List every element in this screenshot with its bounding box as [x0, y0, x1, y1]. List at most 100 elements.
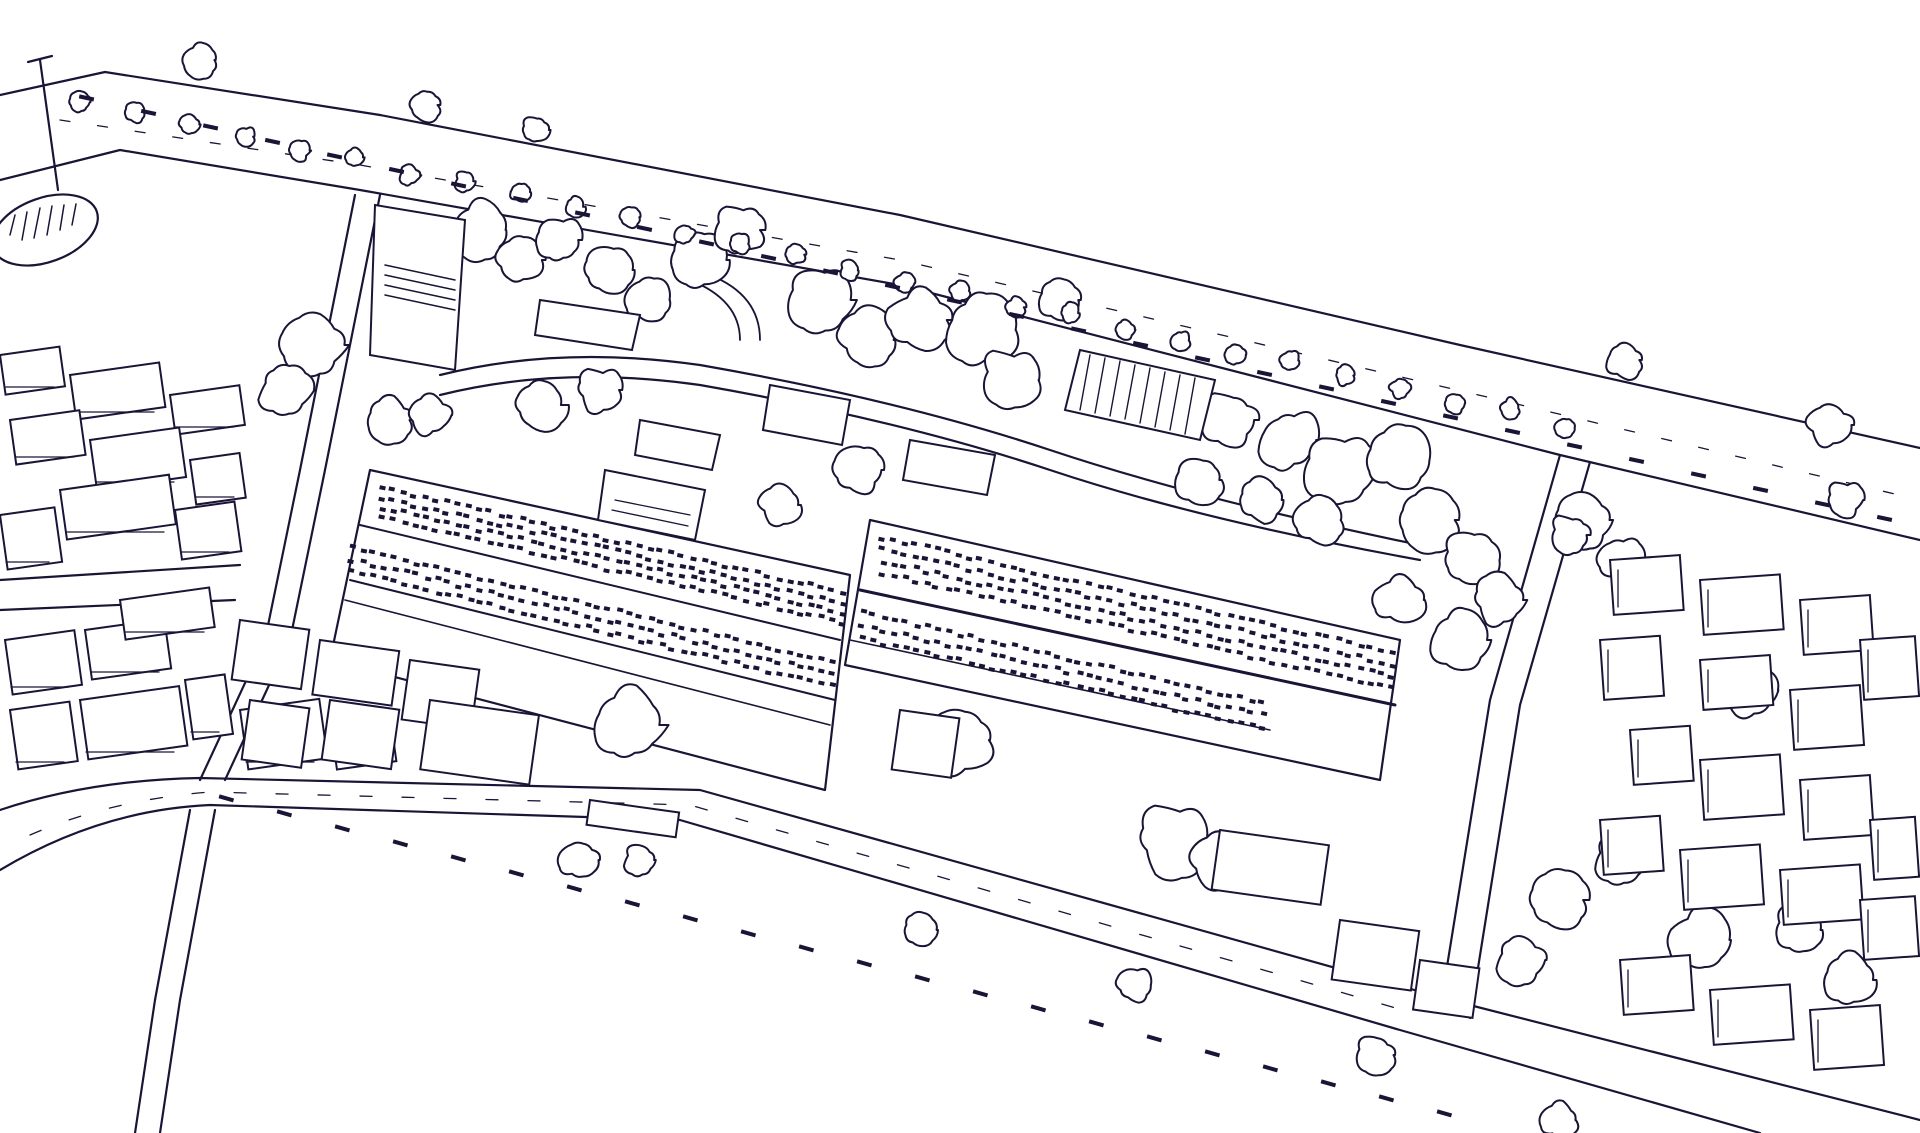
roof-dot [432, 507, 440, 513]
roof-dot [475, 506, 483, 513]
roof-dot [499, 605, 506, 611]
roof-dot [752, 589, 760, 595]
roof-dot [667, 646, 675, 653]
shrub [556, 841, 602, 878]
roof-dot [455, 523, 463, 529]
roof-dot [1055, 681, 1062, 687]
roof-dot [623, 559, 631, 565]
roof-dot [1161, 611, 1168, 617]
roof-dot [1095, 675, 1102, 681]
tree [1365, 423, 1432, 491]
tree [1257, 411, 1321, 472]
road-dash [388, 166, 405, 174]
road-dash [682, 914, 699, 923]
shrub [181, 41, 218, 81]
roof-dot [635, 613, 642, 619]
roof-dot [1325, 671, 1333, 677]
roof-dot [1313, 643, 1320, 649]
roof-dot [464, 534, 472, 540]
hedge-shrub [1498, 395, 1521, 421]
road-dash [856, 959, 873, 968]
roof-dot [1206, 702, 1214, 708]
roof-dot [742, 598, 750, 604]
roof-dot [765, 592, 772, 599]
roof-dot [1173, 692, 1181, 698]
roof-dot [400, 582, 408, 588]
roof-dot [1117, 680, 1125, 686]
roof-dot [912, 554, 920, 560]
roof-dot [1127, 671, 1135, 677]
roof-dot [1106, 584, 1113, 591]
roof-dot [488, 588, 495, 594]
roof-dot [988, 594, 995, 600]
roof-dot [712, 654, 720, 660]
roof-dot [1077, 670, 1084, 676]
roof-dot [1010, 669, 1017, 675]
roof-dot [891, 549, 898, 555]
road-dash [1628, 456, 1645, 464]
road-dash [140, 108, 157, 116]
roof-dot [1259, 656, 1266, 662]
road-dash [946, 297, 963, 305]
roof-dot [711, 644, 718, 650]
roof-dot [528, 550, 536, 557]
roof-dot [1301, 643, 1309, 649]
tree [1302, 437, 1380, 506]
roof-dot [1227, 718, 1235, 724]
roof-dot [999, 668, 1006, 674]
tree [1528, 867, 1591, 931]
roof-dot [445, 530, 452, 536]
roof-dot [381, 575, 389, 581]
roof-dot [1246, 709, 1254, 715]
roof-dot [787, 673, 795, 679]
roof-dot [1355, 652, 1363, 658]
road-dash [740, 929, 757, 938]
roof-dot [1097, 584, 1105, 590]
roof-dot [967, 632, 974, 638]
roof-dot [956, 576, 963, 582]
roof-dot [776, 671, 783, 677]
tree [1474, 570, 1529, 628]
roof-dot [540, 530, 548, 536]
roof-dot [910, 540, 918, 547]
roof-dot [1205, 633, 1213, 639]
roof-dot [819, 594, 826, 600]
tree [1174, 457, 1225, 507]
roof-dot [1030, 571, 1037, 577]
roof-dot [668, 579, 675, 585]
roof-dot [987, 572, 995, 578]
roof-dot [655, 547, 663, 553]
roof-dot [1131, 685, 1138, 691]
roof-dot [1064, 602, 1072, 608]
roof-dot [1021, 577, 1029, 583]
building-footprint [320, 698, 401, 771]
roof-dot [839, 590, 847, 597]
roof-dot [421, 506, 429, 512]
tree [583, 246, 636, 295]
roof-dot [646, 575, 654, 581]
roof-dot [957, 633, 964, 639]
roof-dot [1204, 712, 1212, 718]
roof-dot [786, 650, 794, 656]
roof-dot [679, 635, 686, 641]
roof-dot [435, 591, 443, 597]
hedge-shrub [453, 170, 477, 194]
roof-dot [1192, 642, 1200, 648]
roof-dot [807, 580, 814, 586]
building-footprint [1598, 814, 1665, 876]
roof-dot [540, 553, 548, 559]
roof-dot [732, 636, 740, 642]
roof-dot [721, 591, 729, 597]
roof-dot [443, 567, 451, 573]
roof-dot [806, 654, 813, 660]
building-footprint [1411, 958, 1481, 1019]
roof-dot [1129, 592, 1136, 598]
roof-dot [1389, 663, 1397, 669]
roof-dot [422, 494, 429, 500]
roof-dot [1184, 683, 1191, 689]
roof-dot [1228, 612, 1235, 619]
roof-dot [796, 611, 804, 618]
roof-dot [1173, 681, 1180, 687]
roof-dot [1195, 605, 1202, 611]
